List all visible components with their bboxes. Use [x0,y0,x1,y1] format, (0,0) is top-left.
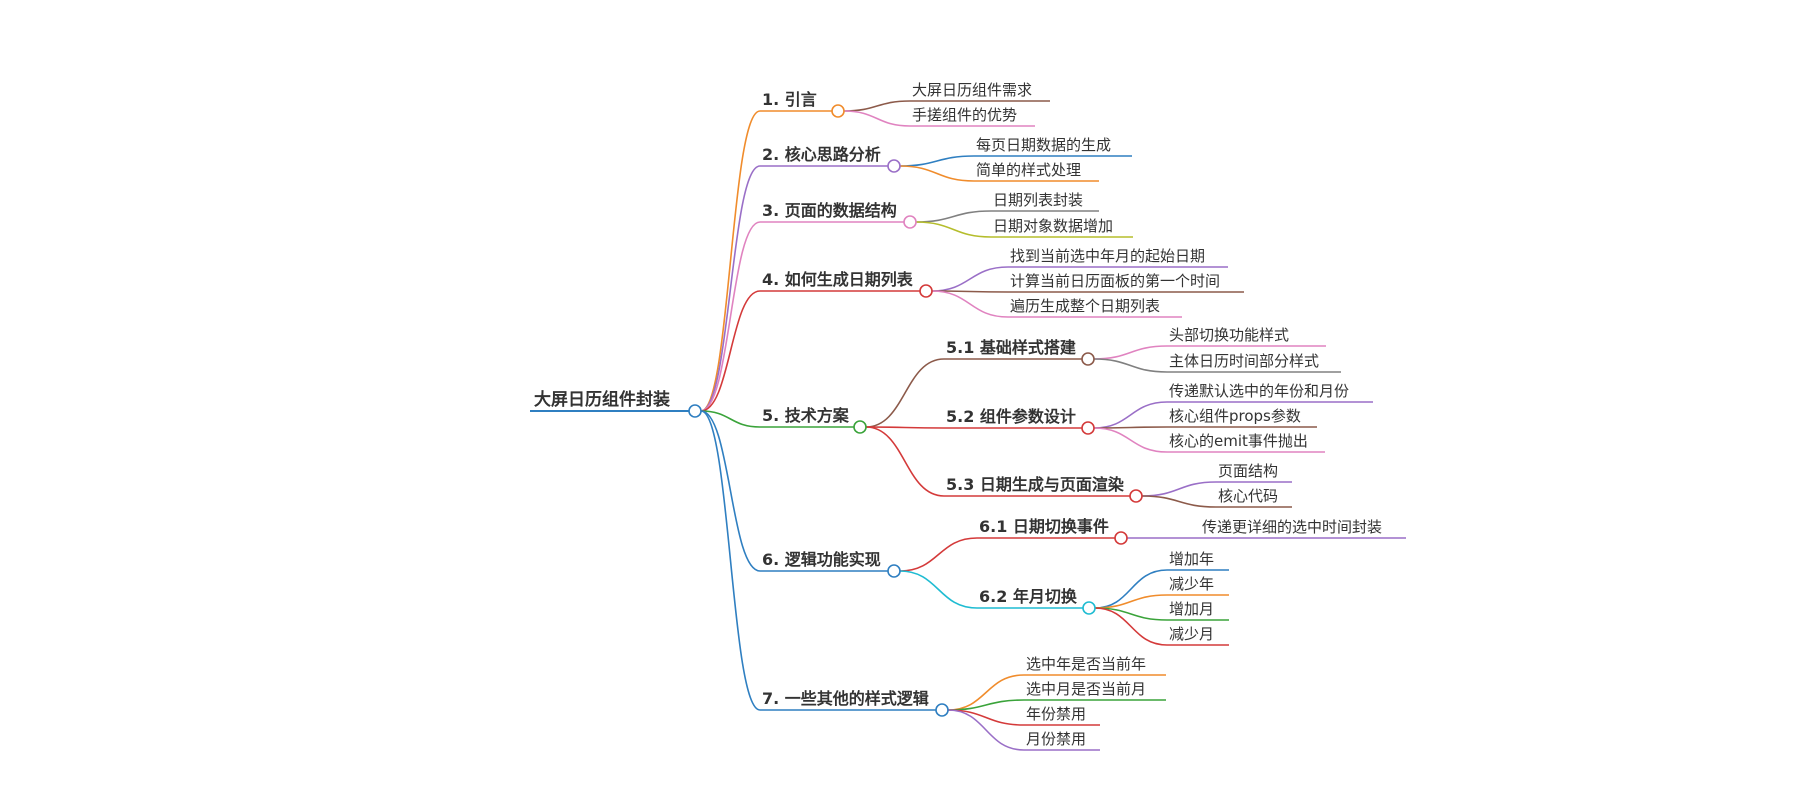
node-label-root-children-1-children-1: 简单的样式处理 [976,161,1081,179]
connector-root-children-2 [700,221,761,412]
node-label-root-children-4-children-0: 5.1 基础样式搭建 [946,338,1076,357]
node-label-root-children-6-children-0: 选中年是否当前年 [1026,655,1146,673]
connector-root-children-5 [700,410,761,572]
node-label-root-children-1: 2. 核心思路分析 [762,145,881,164]
node-label-root-children-5-children-1-children-2: 增加月 [1169,600,1214,618]
connector-root-children-4-children-0-children-1 [1093,358,1168,373]
connector-root-children-4-children-1-children-0 [1093,401,1168,429]
connector-root-children-4-children-2-children-0 [1141,481,1217,497]
connector-root-children-2-children-1 [915,221,992,238]
connector-root-children-3-children-2 [931,290,1009,318]
connector-root-children-0-children-1 [843,110,911,127]
connector-root-children-4-children-1 [865,426,945,429]
node-label-root-children-2-children-0: 日期列表封装 [993,191,1083,209]
node-label-root-children-4-children-2-children-1: 核心代码 [1218,487,1278,505]
node-label-root-children-2: 3. 页面的数据结构 [762,201,897,220]
node-label-root-children-6: 7. 一些其他的样式逻辑 [762,689,929,708]
connector-root-children-5-children-0 [899,537,978,572]
connector-root-children-3 [700,290,761,412]
node-label-root-children-5-children-1-children-0: 增加年 [1169,550,1214,568]
connector-root-children-1-children-1 [899,165,975,182]
node-label-root-children-5: 6. 逻辑功能实现 [762,550,881,569]
collapse-toggle-root-children-2[interactable] [903,215,917,229]
node-label-root-children-0-children-0: 大屏日历组件需求 [912,81,1032,99]
node-label-root-children-6-children-1: 选中月是否当前月 [1026,680,1146,698]
node-label-root-children-4-children-1-children-0: 传递默认选中的年份和月份 [1169,382,1349,400]
mind-map-links [700,100,1217,751]
node-label-root-children-5-children-1-children-1: 减少年 [1169,575,1214,593]
node-label-root-children-5-children-0-children-0: 传递更详细的选中时间封装 [1202,518,1382,536]
collapse-toggle-root-children-3[interactable] [919,284,933,298]
collapse-toggle-root-children-4-children-1[interactable] [1081,421,1095,435]
connector-root-children-4-children-2 [865,426,945,497]
node-label-root-children-6-children-2: 年份禁用 [1026,705,1086,723]
connector-root-children-5-children-1-children-3 [1094,607,1168,646]
collapse-toggle-root-children-6[interactable] [935,703,949,717]
connector-root-children-1 [700,165,761,412]
connector-root-children-0 [700,110,761,412]
connector-root-children-4-children-0 [865,358,945,428]
collapse-toggle-root-children-0[interactable] [831,104,845,118]
collapse-toggle-root-children-5-children-0[interactable] [1114,531,1128,545]
node-label-root-children-5-children-1-children-3: 减少月 [1169,625,1214,643]
node-label-root-children-4-children-2-children-0: 页面结构 [1218,462,1278,480]
collapse-toggle-root-children-1[interactable] [887,159,901,173]
connector-root-children-5-children-1-children-0 [1094,569,1168,609]
connector-root-children-0-children-0 [843,100,911,112]
node-label-root-children-2-children-1: 日期对象数据增加 [993,217,1113,235]
collapse-toggle-root-children-5[interactable] [887,564,901,578]
node-label-root-children-3-children-1: 计算当前日历面板的第一个时间 [1010,272,1220,290]
connector-root-children-4-children-1-children-2 [1093,427,1168,453]
connector-root-children-4-children-2-children-1 [1141,495,1217,508]
node-label-root-children-0-children-1: 手搓组件的优势 [912,106,1017,124]
collapse-toggle-root[interactable] [688,404,702,418]
node-label-root-children-4-children-2: 5.3 日期生成与页面渲染 [946,475,1125,494]
connector-root-children-6-children-3 [947,709,1025,751]
connector-root-children-6 [700,410,761,711]
collapse-toggle-root-children-5-children-1[interactable] [1082,601,1096,615]
connector-root-children-3-children-0 [931,266,1009,292]
node-label-root-children-6-children-3: 月份禁用 [1026,730,1086,748]
node-label-root: 大屏日历组件封装 [534,389,670,410]
node-label-root-children-4-children-1: 5.2 组件参数设计 [946,407,1076,426]
connector-root-children-4 [700,410,761,428]
node-label-root-children-3: 4. 如何生成日期列表 [762,270,914,289]
collapse-toggle-root-children-4-children-0[interactable] [1081,352,1095,366]
connector-root-children-1-children-0 [899,155,975,167]
collapse-toggle-root-children-4[interactable] [853,420,867,434]
node-label-root-children-4: 5. 技术方案 [762,406,850,425]
node-label-root-children-4-children-1-children-1: 核心组件props参数 [1169,407,1301,425]
connector-root-children-4-children-0-children-0 [1093,345,1168,360]
node-label-root-children-3-children-2: 遍历生成整个日期列表 [1010,297,1160,315]
node-label-root-children-5-children-0: 6.1 日期切换事件 [979,517,1109,536]
connector-root-children-6-children-2 [947,709,1025,726]
connector-root-children-5-children-1 [899,570,978,609]
node-label-root-children-3-children-0: 找到当前选中年月的起始日期 [1010,247,1205,265]
node-label-root-children-4-children-1-children-2: 核心的emit事件抛出 [1169,432,1308,450]
node-label-root-children-4-children-0-children-0: 头部切换功能样式 [1169,326,1289,344]
connector-root-children-2-children-0 [915,210,992,223]
node-label-root-children-4-children-0-children-1: 主体日历时间部分样式 [1169,352,1319,370]
node-label-root-children-5-children-1: 6.2 年月切换 [979,587,1078,606]
node-label-root-children-1-children-0: 每页日期数据的生成 [976,136,1111,154]
collapse-toggle-root-children-4-children-2[interactable] [1129,489,1143,503]
node-label-root-children-0: 1. 引言 [762,90,817,109]
